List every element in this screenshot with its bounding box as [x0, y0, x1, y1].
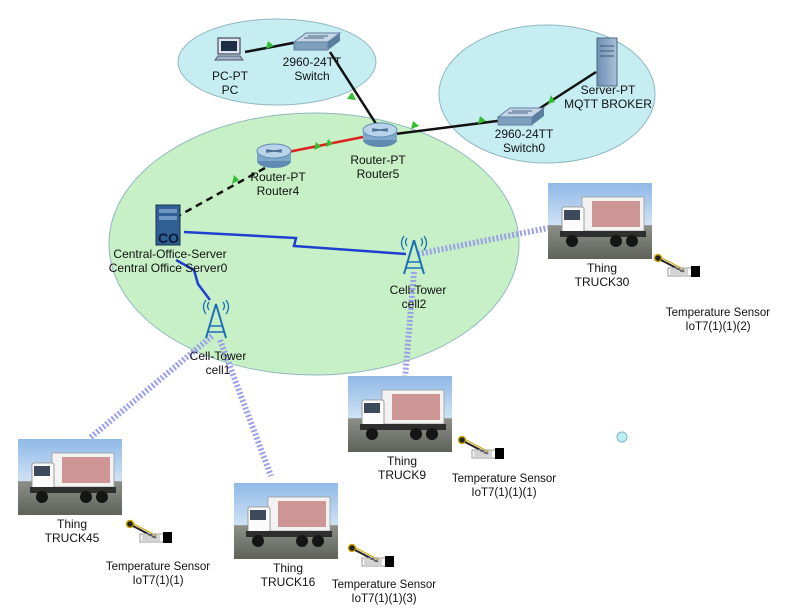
server-type-label: Server-PT: [581, 83, 636, 97]
cell1-type-label: Cell-Tower: [190, 349, 247, 363]
truck16-image[interactable]: [233, 482, 339, 560]
sensor3-name-label: IoT7(1)(1)(3): [351, 593, 416, 605]
router5-icon[interactable]: [362, 122, 398, 148]
truck9-name-label: TRUCK9: [378, 468, 426, 482]
zone-pc: [177, 18, 377, 106]
central-name-label: Central Office Server0: [109, 261, 228, 275]
router4-icon[interactable]: [256, 143, 292, 169]
truck45-image[interactable]: [17, 438, 123, 516]
switch0-name-label: Switch0: [503, 141, 545, 155]
sensor2-icon[interactable]: [653, 253, 701, 278]
sensor1-name-label: IoT7(1)(1): [132, 575, 183, 587]
pc-name-label: PC: [222, 83, 239, 97]
central-office-badge: CO: [158, 230, 179, 246]
router5-name-label: Router5: [357, 167, 400, 181]
router4-name-label: Router4: [257, 184, 300, 198]
truck16-name-label: TRUCK16: [261, 575, 316, 589]
cell2-type-label: Cell-Tower: [390, 283, 447, 297]
truck45-type-label: Thing: [57, 517, 87, 531]
wireless-link-truck9: [402, 271, 417, 379]
sensor1b-type-label: Temperature Sensor: [452, 473, 556, 485]
central-type-label: Central-Office-Server: [113, 247, 226, 261]
wireless-links: [88, 225, 549, 478]
truck30-image[interactable]: [547, 182, 653, 260]
sensor1-type-label: Temperature Sensor: [106, 561, 210, 573]
truck45-name-label: TRUCK45: [45, 531, 100, 545]
sensor2-type-label: Temperature Sensor: [666, 307, 770, 319]
port-indicators: [232, 41, 555, 184]
link-pc-switch: [244, 40, 299, 54]
truck30-type-label: Thing: [587, 261, 617, 275]
link-router5-switch0: [394, 118, 506, 136]
truck16-type-label: Thing: [273, 561, 303, 575]
zone-central-office: [108, 112, 520, 376]
switch0-type-label: 2960-24TT: [495, 127, 554, 141]
truck9-type-label: Thing: [387, 454, 417, 468]
router5-type-label: Router-PT: [350, 153, 406, 167]
sensor3-type-label: Temperature Sensor: [332, 579, 436, 591]
sensor2-name-label: IoT7(1)(1)(2): [685, 321, 750, 333]
link-router4-central: [179, 166, 266, 217]
cell1-name-label: cell1: [206, 363, 231, 377]
truck30-name-label: TRUCK30: [575, 275, 630, 289]
sensor1b-name-label: IoT7(1)(1)(1): [471, 487, 536, 499]
link-switch0-server: [533, 70, 597, 114]
link-central-cell2: [183, 230, 407, 256]
switch-top-type-label: 2960-24TT: [283, 55, 342, 69]
sensor1b-icon[interactable]: [457, 435, 505, 460]
server-icon[interactable]: [596, 37, 618, 87]
link-central-cell1: [175, 258, 211, 301]
cluster-marker[interactable]: [616, 431, 628, 443]
pc-icon[interactable]: [214, 37, 244, 61]
router4-type-label: Router-PT: [250, 170, 306, 184]
central-office-server-icon[interactable]: CO: [155, 204, 181, 246]
sensor1-icon[interactable]: [125, 519, 173, 544]
sensor3-icon[interactable]: [347, 543, 395, 568]
truck9-image[interactable]: [347, 375, 453, 453]
link-switch-router5: [328, 51, 382, 131]
wireless-link-truck45: [88, 333, 214, 441]
server-name-label: MQTT BROKER: [564, 97, 652, 111]
wireless-link-truck16: [217, 338, 274, 478]
switch-top-name-label: Switch: [294, 69, 329, 83]
pc-type-label: PC-PT: [212, 69, 249, 83]
cell2-name-label: cell2: [402, 297, 427, 311]
